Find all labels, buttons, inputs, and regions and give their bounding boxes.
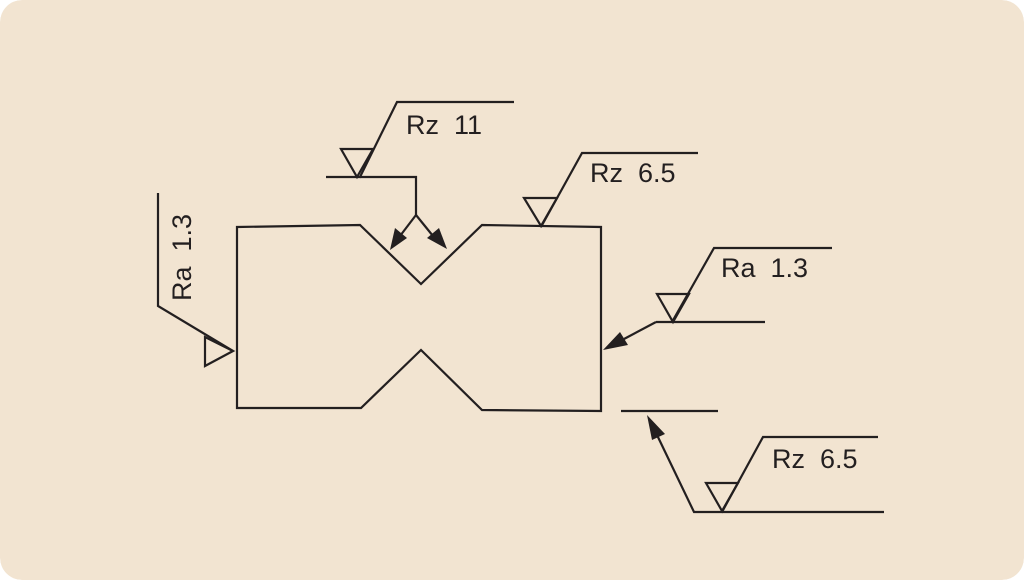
arrowhead-icon <box>390 228 407 250</box>
surface-finish-icon <box>655 292 691 325</box>
surface-finish-icon <box>704 481 740 514</box>
annotation-label-bottom-face: Rz 6.5 <box>772 444 858 474</box>
arrowhead-icon <box>427 228 447 249</box>
annotation-bottom-face: Rz 6.5 <box>621 409 884 514</box>
annotation-label-top-right-face: Rz 6.5 <box>590 158 676 188</box>
surface-finish-icon <box>339 147 375 180</box>
surface-finish-icon <box>522 196 559 229</box>
leader-line-right-to-face <box>623 321 657 340</box>
annotation-label-right-face: Ra 1.3 <box>721 253 808 283</box>
leader-branch-right <box>415 214 434 237</box>
leader-line-top-notch-drop <box>360 175 418 215</box>
leader-branch-left <box>399 214 417 237</box>
arrowhead-icon <box>647 415 665 440</box>
annotation-top-notch: Rz 11 <box>326 100 514 250</box>
surface-finish-icon <box>203 335 236 368</box>
annotation-label-top-notch: Rz 11 <box>406 110 482 140</box>
arrowhead-icon <box>603 332 628 350</box>
annotation-left-face: Ra 1.3 <box>156 193 236 368</box>
leader-line-top-notch <box>326 100 514 179</box>
annotation-right-face: Ra 1.3 <box>603 246 832 350</box>
workpiece-outline <box>235 223 603 413</box>
leader-line-left <box>156 193 234 352</box>
annotation-label-left-face: Ra 1.3 <box>167 214 197 301</box>
annotation-top-right-face: Rz 6.5 <box>522 151 698 229</box>
